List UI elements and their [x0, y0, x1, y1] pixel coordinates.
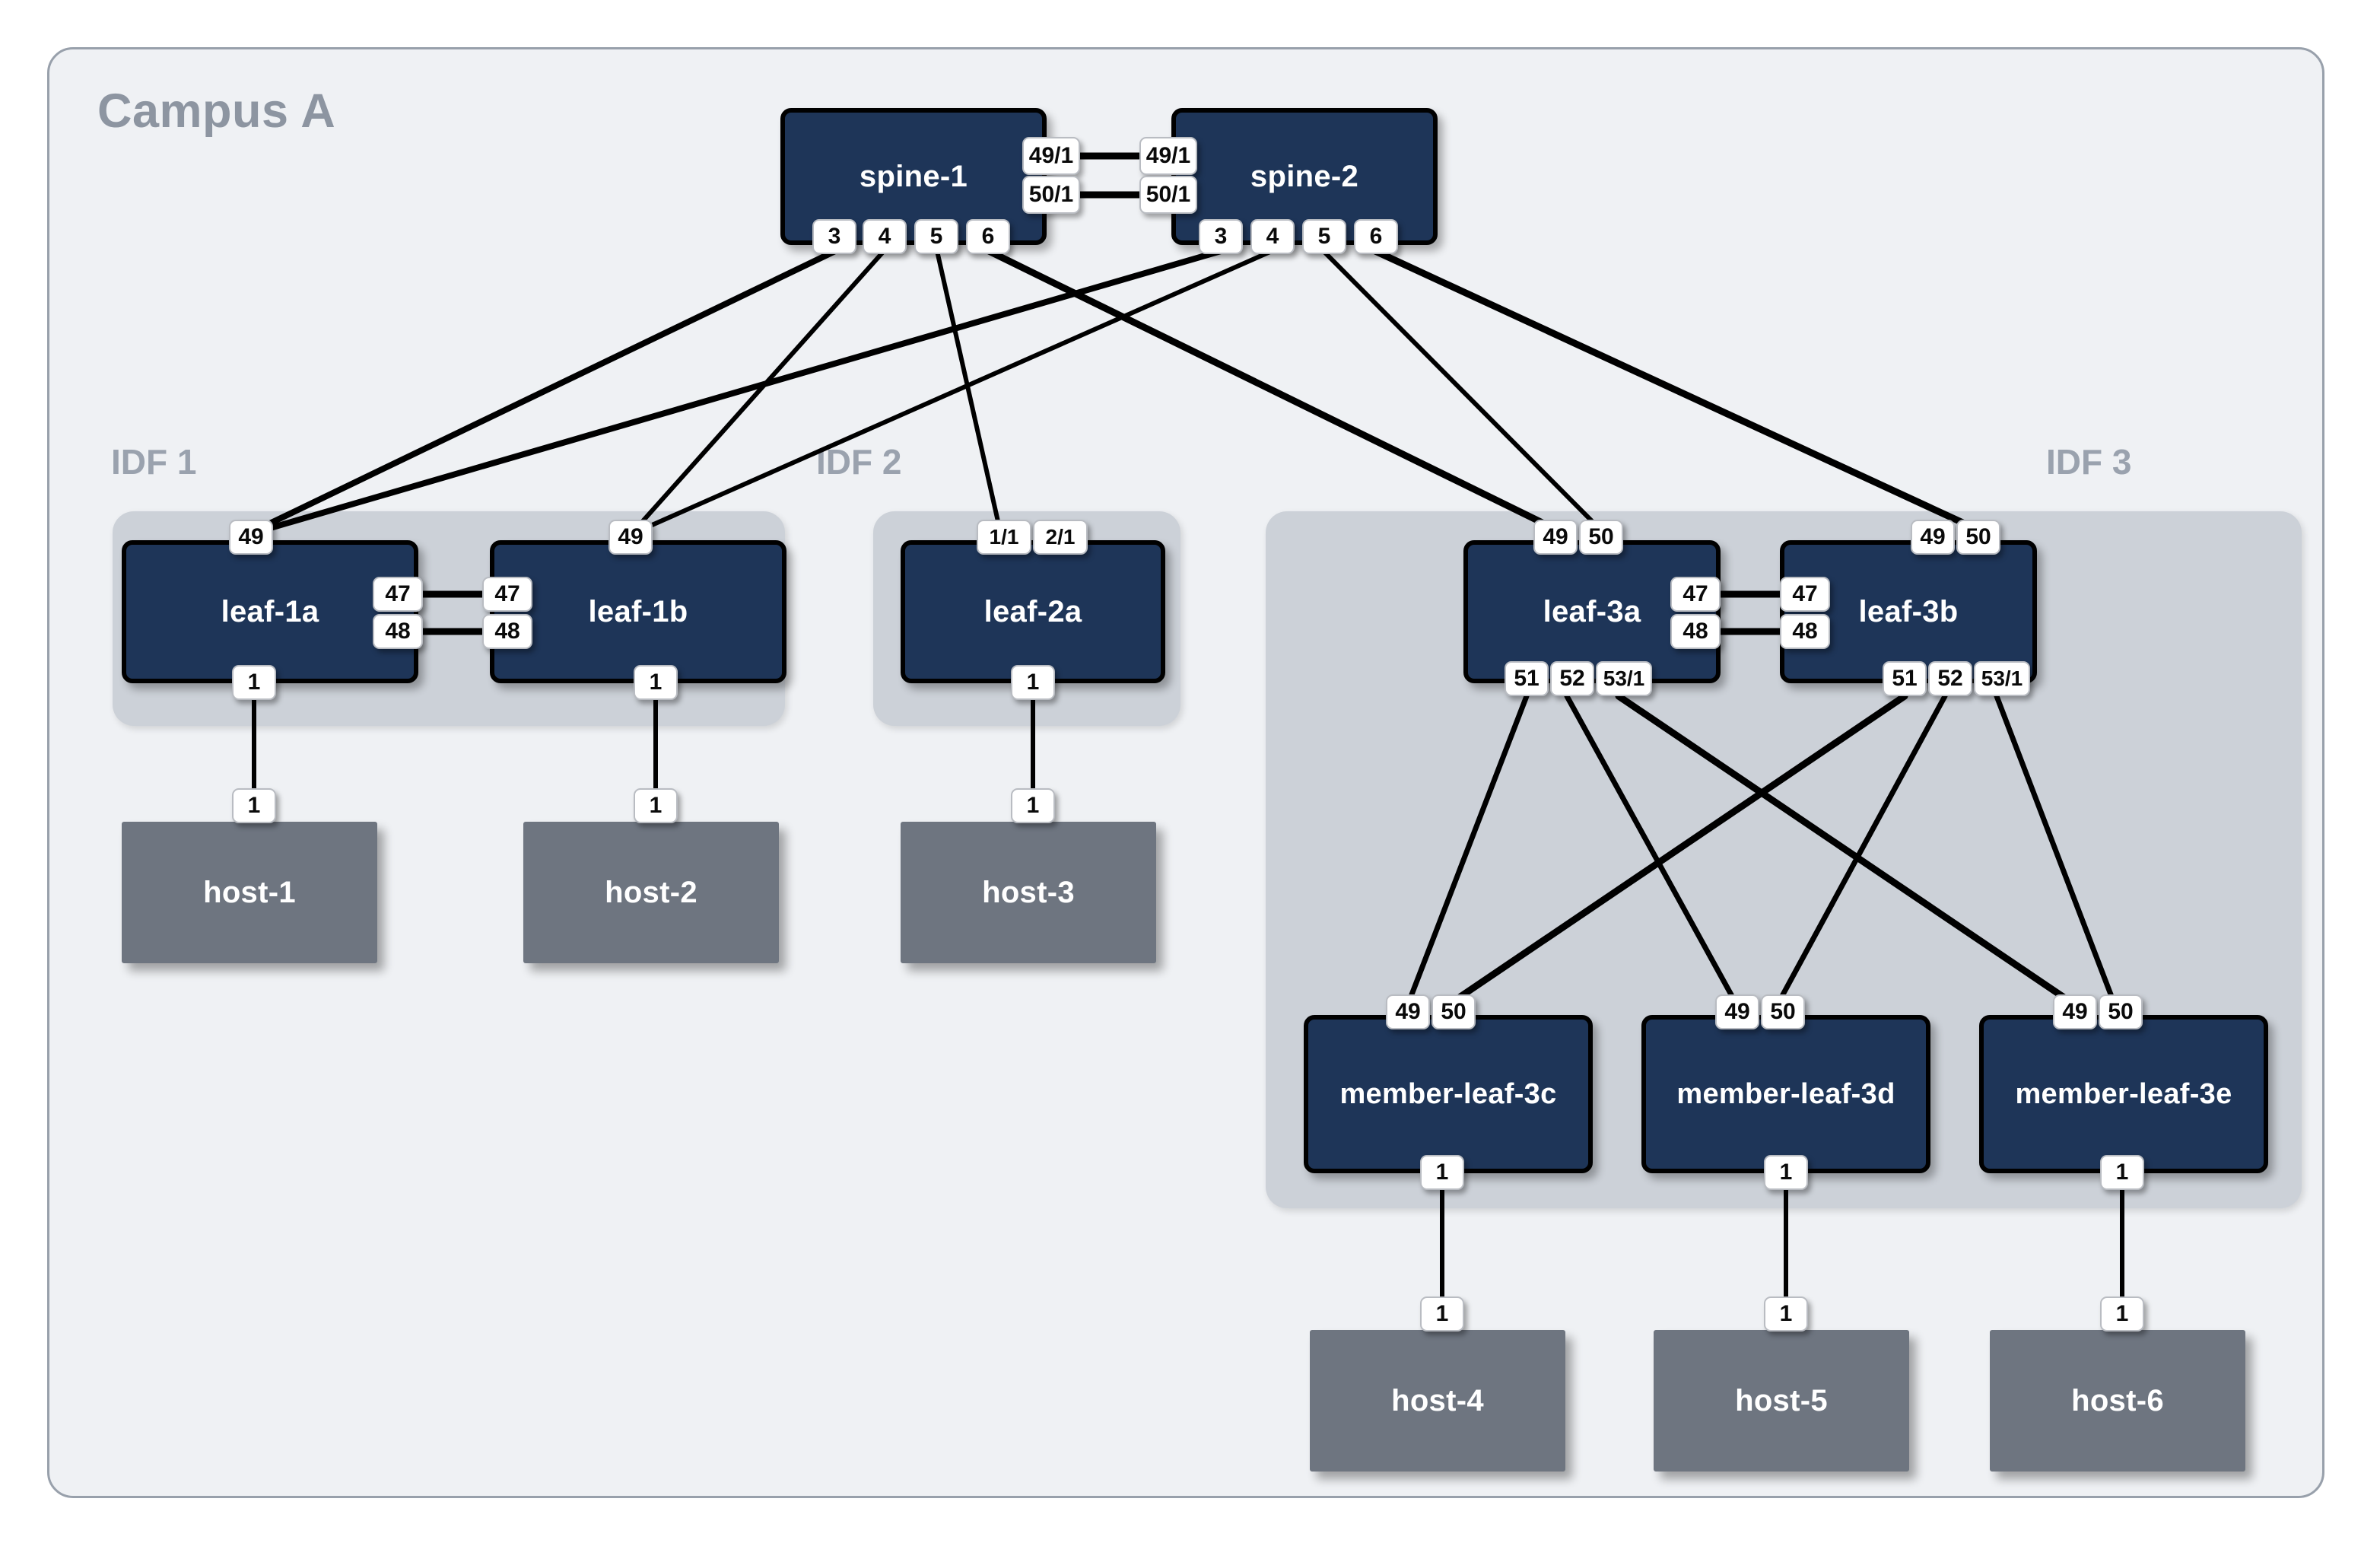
- port-leaf3b-51[interactable]: 51: [1883, 661, 1927, 696]
- port-mleaf3e-50[interactable]: 50: [2099, 994, 2143, 1029]
- node-host-5[interactable]: host-5: [1654, 1330, 1909, 1472]
- port-leaf1a-48[interactable]: 48: [373, 614, 423, 649]
- port-leaf1a-47[interactable]: 47: [373, 577, 423, 612]
- port-spine1-5[interactable]: 5: [914, 219, 958, 254]
- port-leaf3a-48[interactable]: 48: [1670, 614, 1721, 649]
- port-spine1-6[interactable]: 6: [966, 219, 1010, 254]
- port-host3-1[interactable]: 1: [1011, 788, 1055, 823]
- port-spine1-49-1[interactable]: 49/1: [1022, 137, 1080, 175]
- port-leaf3a-52[interactable]: 52: [1550, 661, 1594, 696]
- port-leaf2a-1-1[interactable]: 1/1: [977, 520, 1031, 555]
- port-leaf3a-50[interactable]: 50: [1579, 520, 1623, 555]
- port-leaf1b-1[interactable]: 1: [634, 665, 678, 700]
- node-leaf-2a[interactable]: leaf-2a: [901, 540, 1165, 683]
- node-member-leaf-3d[interactable]: member-leaf-3d: [1641, 1015, 1930, 1173]
- port-host2-1[interactable]: 1: [634, 788, 678, 823]
- port-leaf1b-49[interactable]: 49: [609, 520, 653, 555]
- node-leaf-1a[interactable]: leaf-1a: [122, 540, 418, 683]
- node-member-leaf-3c[interactable]: member-leaf-3c: [1304, 1015, 1593, 1173]
- idf-2-label: IDF 2: [816, 442, 902, 482]
- port-mleaf3d-1[interactable]: 1: [1764, 1155, 1808, 1190]
- port-spine1-50-1[interactable]: 50/1: [1022, 176, 1080, 214]
- port-spine1-3[interactable]: 3: [812, 219, 856, 254]
- node-member-leaf-3e[interactable]: member-leaf-3e: [1979, 1015, 2268, 1173]
- port-mleaf3e-1[interactable]: 1: [2100, 1155, 2144, 1190]
- node-host-4[interactable]: host-4: [1310, 1330, 1565, 1472]
- port-leaf3b-48[interactable]: 48: [1780, 614, 1830, 649]
- port-spine2-5[interactable]: 5: [1302, 219, 1346, 254]
- port-leaf3a-53-1[interactable]: 53/1: [1596, 661, 1652, 696]
- campus-title: Campus A: [97, 84, 336, 138]
- idf-3-label: IDF 3: [2046, 442, 2132, 482]
- port-spine2-50-1[interactable]: 50/1: [1139, 176, 1197, 214]
- port-mleaf3c-49[interactable]: 49: [1386, 994, 1430, 1029]
- port-mleaf3c-1[interactable]: 1: [1420, 1155, 1464, 1190]
- node-host-6[interactable]: host-6: [1990, 1330, 2245, 1472]
- port-spine2-6[interactable]: 6: [1354, 219, 1398, 254]
- node-leaf-1b[interactable]: leaf-1b: [490, 540, 786, 683]
- port-leaf2a-1[interactable]: 1: [1011, 665, 1055, 700]
- port-leaf3b-53-1[interactable]: 53/1: [1974, 661, 2030, 696]
- port-leaf2a-2-1[interactable]: 2/1: [1033, 520, 1088, 555]
- port-leaf1b-47[interactable]: 47: [482, 577, 532, 612]
- port-leaf3a-47[interactable]: 47: [1670, 577, 1721, 612]
- node-host-2[interactable]: host-2: [523, 822, 779, 963]
- port-leaf3b-50[interactable]: 50: [1956, 520, 2000, 555]
- node-leaf-3a[interactable]: leaf-3a: [1463, 540, 1721, 683]
- port-host6-1[interactable]: 1: [2100, 1297, 2144, 1332]
- port-spine2-4[interactable]: 4: [1250, 219, 1295, 254]
- port-leaf3a-49[interactable]: 49: [1533, 520, 1578, 555]
- port-host1-1[interactable]: 1: [232, 788, 276, 823]
- port-host4-1[interactable]: 1: [1420, 1297, 1464, 1332]
- port-spine1-4[interactable]: 4: [863, 219, 907, 254]
- port-leaf3b-47[interactable]: 47: [1780, 577, 1830, 612]
- port-leaf1b-48[interactable]: 48: [482, 614, 532, 649]
- node-host-1[interactable]: host-1: [122, 822, 377, 963]
- port-leaf1a-49[interactable]: 49: [229, 520, 273, 555]
- idf-1-label: IDF 1: [111, 442, 197, 482]
- port-mleaf3d-50[interactable]: 50: [1761, 994, 1805, 1029]
- port-spine2-49-1[interactable]: 49/1: [1139, 137, 1197, 175]
- node-host-3[interactable]: host-3: [901, 822, 1156, 963]
- port-leaf1a-1[interactable]: 1: [232, 665, 276, 700]
- port-leaf3a-51[interactable]: 51: [1505, 661, 1549, 696]
- port-mleaf3d-49[interactable]: 49: [1715, 994, 1759, 1029]
- port-leaf3b-49[interactable]: 49: [1911, 520, 1955, 555]
- port-mleaf3e-49[interactable]: 49: [2053, 994, 2097, 1029]
- port-host5-1[interactable]: 1: [1764, 1297, 1808, 1332]
- node-leaf-3b[interactable]: leaf-3b: [1780, 540, 2037, 683]
- port-spine2-3[interactable]: 3: [1199, 219, 1243, 254]
- port-mleaf3c-50[interactable]: 50: [1431, 994, 1476, 1029]
- port-leaf3b-52[interactable]: 52: [1928, 661, 1972, 696]
